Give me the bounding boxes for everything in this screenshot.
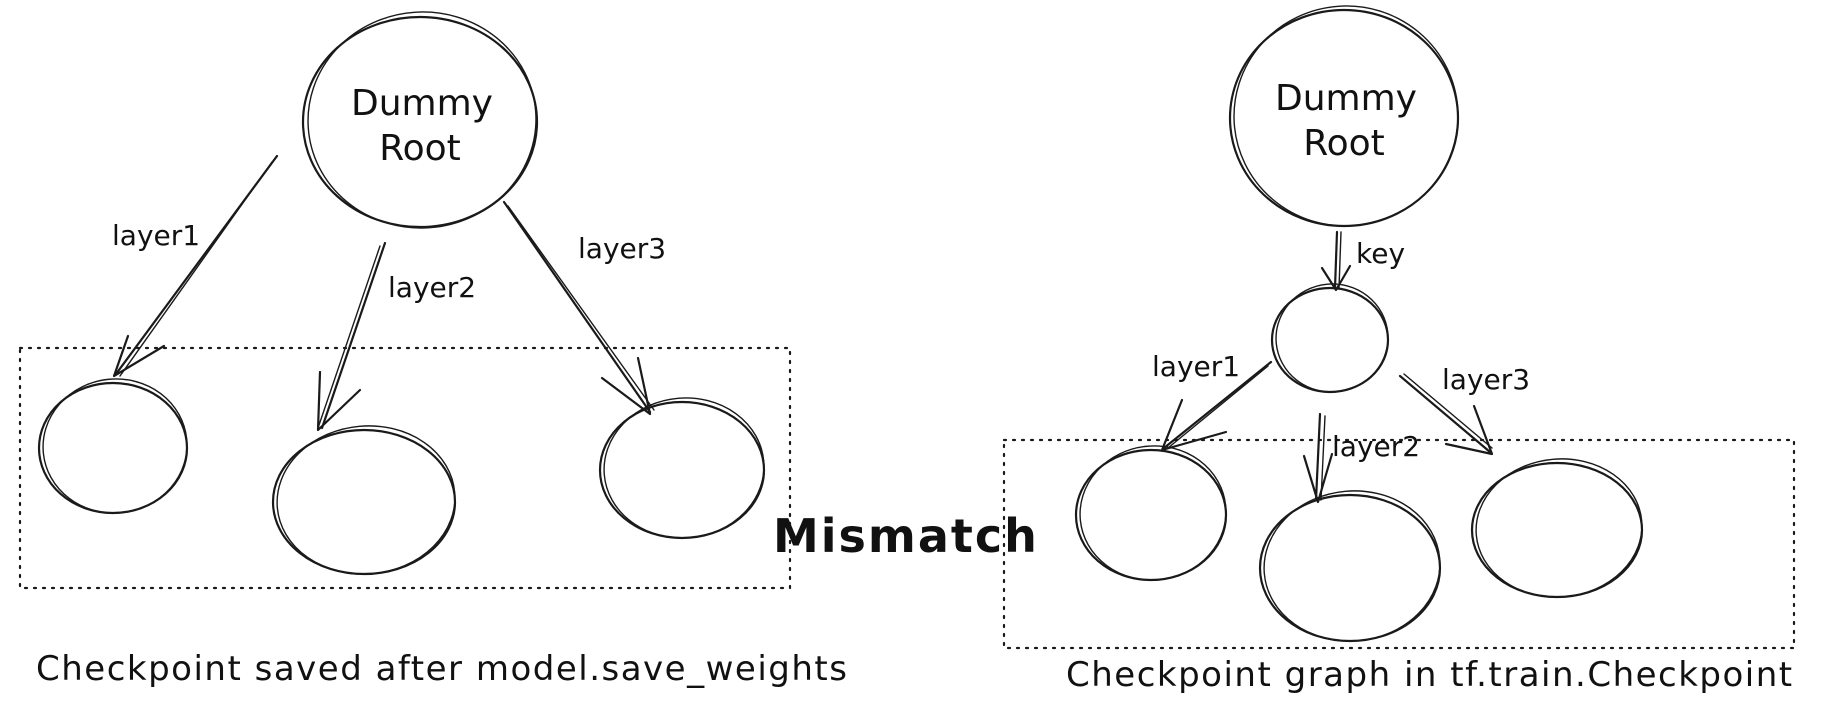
mismatch-label: Mismatch: [773, 509, 1039, 563]
left-graph: Dummy Root: [18, 11, 848, 689]
right-root-label-line2: Root: [1303, 123, 1385, 164]
left-root-label-line1: Dummy: [351, 83, 493, 124]
right-edge-label-key: key: [1356, 237, 1405, 270]
right-graph: Dummy Root key: [1002, 5, 1796, 695]
right-edge-layer1: [1160, 360, 1273, 452]
left-edge-label-layer3: layer3: [578, 232, 666, 265]
left-edge-layer3: [502, 200, 655, 416]
right-caption: Checkpoint graph in tf.train.Checkpoint: [1066, 655, 1794, 695]
right-edge-layer3: [1398, 373, 1494, 456]
left-root-label-line2: Root: [379, 128, 461, 169]
left-caption: Checkpoint saved after model.save_weight…: [36, 649, 848, 689]
left-dotted-container: [18, 346, 792, 590]
right-edge-label-layer1: layer1: [1152, 350, 1240, 383]
left-child-node-3: [598, 397, 766, 540]
left-edge-label-layer2: layer2: [388, 271, 476, 304]
left-child-node-1: [37, 378, 189, 515]
right-child-node-3: [1470, 458, 1644, 599]
right-root-node: Dummy Root: [1228, 5, 1460, 228]
left-child-node-2: [271, 425, 457, 576]
right-root-label-line1: Dummy: [1275, 78, 1417, 119]
left-root-node: Dummy Root: [301, 11, 539, 229]
right-child-node-2: [1258, 490, 1442, 643]
left-edge-label-layer1: layer1: [112, 219, 200, 252]
right-edge-layer2: [1302, 412, 1334, 504]
right-dotted-container: [1002, 438, 1796, 650]
right-child-node-1: [1074, 445, 1228, 582]
left-edge-layer1: [112, 154, 279, 378]
right-edge-label-layer3: layer3: [1442, 363, 1530, 396]
right-edge-key: [1320, 230, 1352, 292]
left-edge-layer2: [316, 241, 387, 432]
right-edge-label-layer2: layer2: [1332, 430, 1420, 463]
right-intermediate-node: [1270, 283, 1390, 394]
